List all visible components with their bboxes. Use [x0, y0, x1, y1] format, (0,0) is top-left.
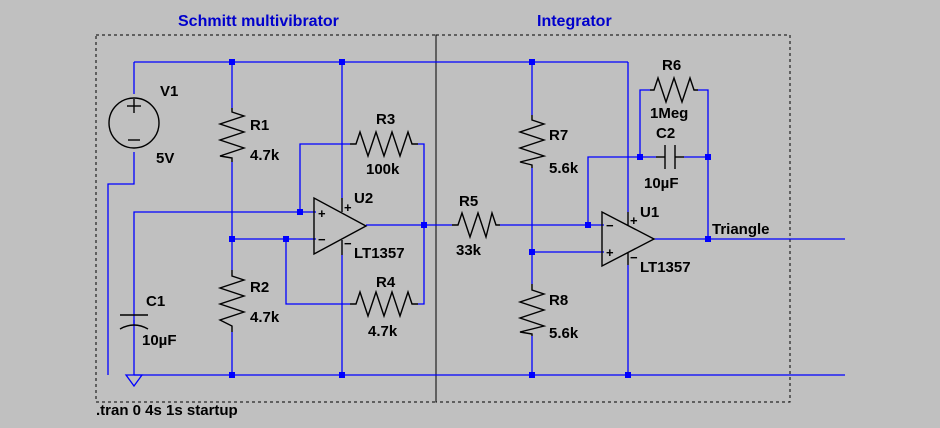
opamp-u1: − + + − U1 LT1357 [601, 204, 691, 276]
resistor-r6: R6 1Meg [650, 57, 698, 122]
u2-plus-mark: + [318, 206, 326, 221]
r6-name: R6 [662, 57, 681, 74]
schmitt-frame [95, 34, 437, 403]
capacitor-c1: C1 10µF [119, 293, 177, 349]
resistor-r7: R7 5.6k [517, 115, 579, 177]
u2-vminus-mark: − [344, 236, 352, 251]
r5-value: 33k [456, 242, 482, 259]
u2-name: U2 [354, 190, 373, 207]
r4-name: R4 [376, 274, 396, 291]
c2-name: C2 [656, 125, 675, 142]
u1-vminus-mark: − [630, 250, 638, 265]
r8-name: R8 [549, 292, 568, 309]
c1-name: C1 [146, 293, 165, 310]
r3-name: R3 [376, 111, 395, 128]
ground-icon [124, 374, 144, 388]
r3-value: 100k [366, 161, 400, 178]
v1-value: 5V [156, 150, 174, 167]
wires [107, 61, 845, 376]
r2-value: 4.7k [250, 309, 280, 326]
r6-value: 1Meg [650, 105, 688, 122]
v1-name: V1 [160, 83, 178, 100]
u2-minus-mark: − [318, 232, 326, 247]
r7-name: R7 [549, 127, 568, 144]
integrator-frame [435, 34, 791, 403]
resistor-r2: R2 4.7k [217, 270, 280, 332]
u2-part: LT1357 [354, 245, 405, 262]
resistor-r3: R3 100k [350, 111, 418, 178]
c1-value: 10µF [142, 332, 177, 349]
net-label-triangle: Triangle [712, 221, 770, 238]
junctions [229, 59, 711, 378]
resistor-r4: R4 4.7k [350, 274, 418, 340]
voltage-source-v1: V1 5V [108, 83, 178, 167]
resistor-r1: R1 4.7k [217, 108, 280, 164]
r2-name: R2 [250, 279, 269, 296]
u1-minus-mark: − [606, 218, 614, 233]
u1-plus-mark: + [606, 245, 614, 260]
r8-value: 5.6k [549, 325, 579, 342]
resistor-r5: R5 33k [452, 193, 500, 259]
c2-value: 10µF [644, 175, 679, 192]
spice-directive[interactable]: .tran 0 4s 1s startup [96, 402, 238, 419]
u1-name: U1 [640, 204, 659, 221]
r1-name: R1 [250, 117, 269, 134]
u1-part: LT1357 [640, 259, 691, 276]
r5-name: R5 [459, 193, 478, 210]
u1-vplus-mark: + [630, 213, 638, 228]
r1-value: 4.7k [250, 147, 280, 164]
schmitt-title: Schmitt multivibrator [178, 13, 339, 30]
integrator-title: Integrator [537, 13, 612, 30]
r4-value: 4.7k [368, 323, 398, 340]
u2-vplus-mark: + [344, 200, 352, 215]
opamp-u2: + − + − U2 LT1357 [313, 190, 405, 262]
r7-value: 5.6k [549, 160, 579, 177]
resistor-r8: R8 5.6k [517, 284, 579, 342]
capacitor-c2: C2 10µF [644, 125, 684, 192]
